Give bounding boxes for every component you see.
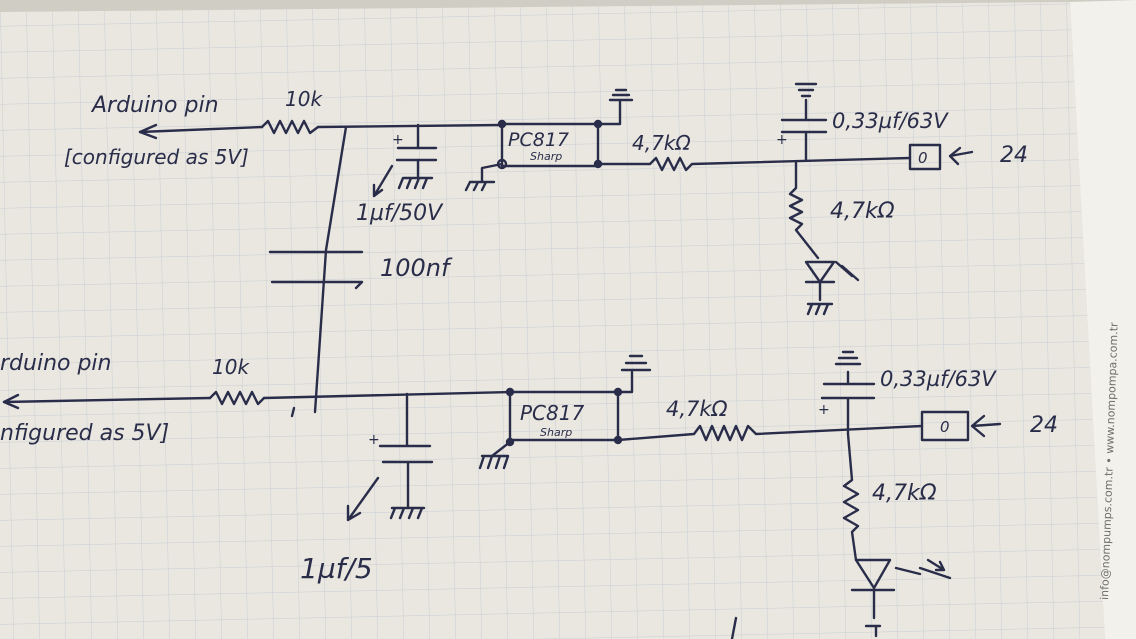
bottom-input-wire [2, 396, 212, 404]
top-led-rays [834, 260, 860, 282]
bottom-extra-line [730, 616, 738, 639]
top-led-gnd [806, 302, 834, 316]
top-pc817-emitter-gnd [464, 162, 504, 192]
bottom-led-resistor [842, 432, 860, 562]
bottom-cap-plus: + [368, 432, 380, 448]
top-pc817-gnd [596, 88, 634, 126]
top-hv-cap-label: 0,33µf/63V [832, 109, 949, 133]
bottom-led-diode [850, 558, 896, 620]
bottom-hv-cap-gnd [834, 350, 862, 366]
schematic-ink [2, 82, 1002, 639]
top-4k7-series-label: 4,7kΩ [632, 131, 691, 155]
bottom-led-gnd [864, 624, 882, 638]
bottom-led-resistor-label: 4,7kΩ [872, 481, 937, 506]
top-circuit [138, 82, 974, 316]
top-led-resistor-label: 4,7kΩ [830, 199, 895, 224]
top-24v-label: 24 [1000, 143, 1028, 168]
top-hv-cap-gnd [794, 82, 818, 98]
top-terminal-label: 0 [918, 149, 928, 167]
bottom-mark [290, 406, 296, 418]
bottom-hv-cap [820, 370, 876, 436]
labels: Arduino pin [configured as 5V] 10k + 1µf… [0, 87, 1058, 585]
bottom-24v-arrow [970, 414, 1002, 438]
coupling-100nf-cap [268, 250, 364, 290]
top-cap-label: 1µf/50V [356, 201, 444, 226]
top-pc817-label: PC817 [508, 129, 569, 151]
coupling-stage [268, 125, 364, 414]
top-hv-cap-plus: + [776, 132, 788, 148]
bottom-config-label: nfigured as 5V] [0, 421, 169, 446]
top-1uf-cap [395, 146, 438, 162]
bottom-10k-label: 10k [212, 355, 250, 379]
top-cap-pointer [372, 164, 394, 198]
top-10k-label: 10k [285, 87, 323, 111]
bottom-pc817-box [508, 390, 620, 442]
bottom-pc817-emitter-gnd [478, 440, 512, 470]
top-config-label: [configured as 5V] [64, 145, 249, 169]
vertical-bus-wire [313, 125, 348, 414]
top-led-diode [804, 260, 836, 302]
bottom-input-arrow [2, 393, 20, 410]
bottom-4k7-series [616, 424, 924, 442]
bottom-cap-gnd [389, 506, 426, 520]
bottom-pc817-brand: Sharp [540, 426, 572, 439]
bottom-terminal-label: 0 [940, 418, 950, 436]
bottom-hv-cap-plus: + [818, 402, 830, 418]
top-hv-cap [780, 98, 828, 162]
top-input-arrow [138, 123, 158, 140]
bottom-arduino-label: rduino pin [0, 351, 111, 376]
bottom-24v-label: 24 [1030, 413, 1058, 438]
bottom-4k7-series-label: 4,7kΩ [666, 397, 728, 421]
top-4k7-series [596, 156, 912, 172]
top-arduino-label: Arduino pin [90, 93, 219, 118]
bottom-1uf-cap [378, 392, 434, 510]
bottom-pc817-gnd [616, 354, 652, 394]
coupling-cap-label: 100nf [380, 254, 453, 282]
bottom-cap-label: 1µf/5 [300, 552, 373, 585]
top-led-resistor [788, 160, 820, 260]
bottom-led-rays [894, 558, 952, 580]
paper-margin [1070, 0, 1136, 639]
top-cap-ground [397, 158, 434, 190]
bottom-hv-cap-label: 0,33µf/63V [880, 367, 997, 391]
top-input-wire [138, 125, 264, 134]
top-pc817-box [500, 122, 600, 168]
top-10k-resistor [260, 119, 320, 135]
top-24v-arrow [948, 146, 974, 166]
bottom-cap-pointer [346, 476, 380, 522]
top-terminal-box [908, 143, 942, 171]
bottom-10k-resistor [208, 390, 266, 406]
bottom-bus-wire [262, 390, 512, 400]
bottom-terminal-box [920, 410, 970, 442]
top-cap-plus: + [392, 132, 404, 148]
top-pc817-brand: Sharp [530, 150, 562, 163]
bottom-circuit [2, 350, 1002, 639]
bottom-pc817-label: PC817 [520, 401, 584, 425]
top-bus-wire [316, 123, 504, 129]
